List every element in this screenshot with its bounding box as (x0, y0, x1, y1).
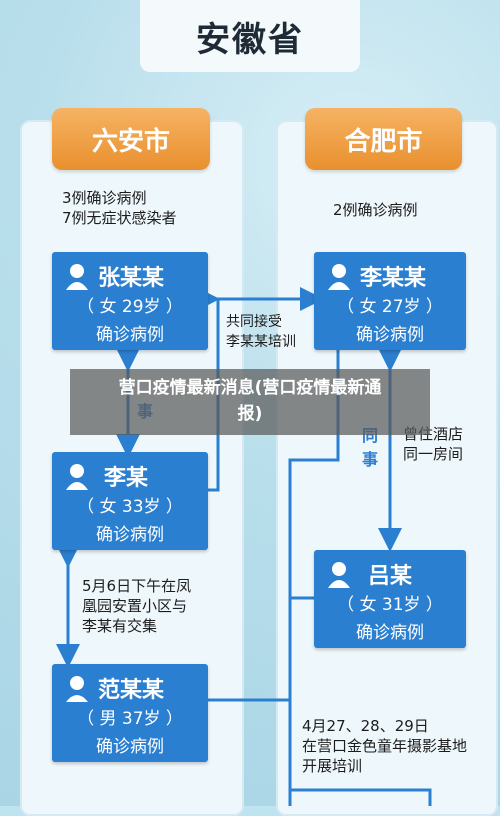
case-name: 吕某 (368, 564, 413, 589)
case-card: 李某 （ 女 33岁 ） 确诊病例 (52, 452, 208, 550)
female-avatar-icon (66, 464, 88, 490)
case-meta: （ 男 37岁 ） (77, 709, 183, 729)
case-status: 确诊病例 (96, 325, 164, 345)
note-line: 共同接受 (226, 314, 282, 330)
case-name: 张某某 (98, 266, 165, 291)
right-summary: 2例确诊病例 (333, 200, 418, 220)
note-line: 4月27、28、29日 (302, 717, 429, 735)
cross-training-note: 共同接受 李某某培训 (226, 312, 296, 352)
note-line: 开展培训 (302, 757, 363, 775)
note-line: 在营口金色童年摄影基地 (302, 737, 468, 755)
contact-note: 5月6日下午在凤 凰园安置小区与 李某有交集 (82, 576, 191, 636)
case-card: 张某某 （ 女 29岁 ） 确诊病例 (52, 252, 208, 350)
note-line: 李某有交集 (82, 617, 158, 635)
page-title: 安徽省 (196, 19, 304, 60)
left-summary-line: 7例无症状感染者 (62, 209, 177, 227)
left-to-center-line (208, 300, 220, 492)
city-tab-luan: 六安市 (52, 108, 210, 170)
female-avatar-icon (66, 264, 88, 290)
note-line: 凰园安置小区与 (82, 597, 188, 615)
right-summary-line: 2例确诊病例 (333, 201, 418, 219)
male-avatar-icon (66, 676, 88, 702)
training-bottom-line (290, 788, 432, 806)
case-name: 李某某 (360, 266, 427, 291)
case-meta: （ 女 33岁 ） (77, 497, 183, 517)
case-status: 确诊病例 (96, 525, 164, 545)
title-banner: 安徽省 (140, 0, 360, 72)
case-card: 范某某 （ 男 37岁 ） 确诊病例 (52, 664, 208, 762)
training-note: 4月27、28、29日 在营口金色童年摄影基地 开展培训 (302, 716, 467, 776)
city-tab-hefei: 合肥市 (305, 108, 462, 170)
overlay-line: 营口疫情最新消息(营口疫情最新通 (118, 378, 382, 398)
case-card: 李某某 （ 女 27岁 ） 确诊病例 (314, 252, 466, 350)
note-line: 李某某培训 (226, 334, 296, 350)
case-meta: （ 女 27岁 ） (337, 297, 443, 317)
case-status: 确诊病例 (96, 737, 164, 757)
female-avatar-icon (328, 264, 350, 290)
left-summary-line: 3例确诊病例 (62, 189, 147, 207)
case-meta: （ 女 29岁 ） (77, 297, 183, 317)
headline-overlay: 营口疫情最新消息(营口疫情最新通 报) (70, 369, 430, 435)
case-meta: （ 女 31岁 ） (337, 595, 443, 615)
badge-char: 事 (362, 450, 379, 469)
case-status: 确诊病例 (356, 623, 424, 643)
female-avatar-icon (328, 562, 350, 588)
note-line: 同一房间 (403, 445, 464, 463)
case-card: 吕某 （ 女 31岁 ） 确诊病例 (314, 550, 466, 648)
left-summary: 3例确诊病例 7例无症状感染者 (62, 188, 177, 228)
case-name: 李某 (104, 466, 149, 491)
case-status: 确诊病例 (356, 325, 424, 345)
case-name: 范某某 (98, 678, 165, 703)
note-line: 5月6日下午在凤 (82, 577, 192, 595)
overlay-line: 报) (237, 404, 263, 424)
